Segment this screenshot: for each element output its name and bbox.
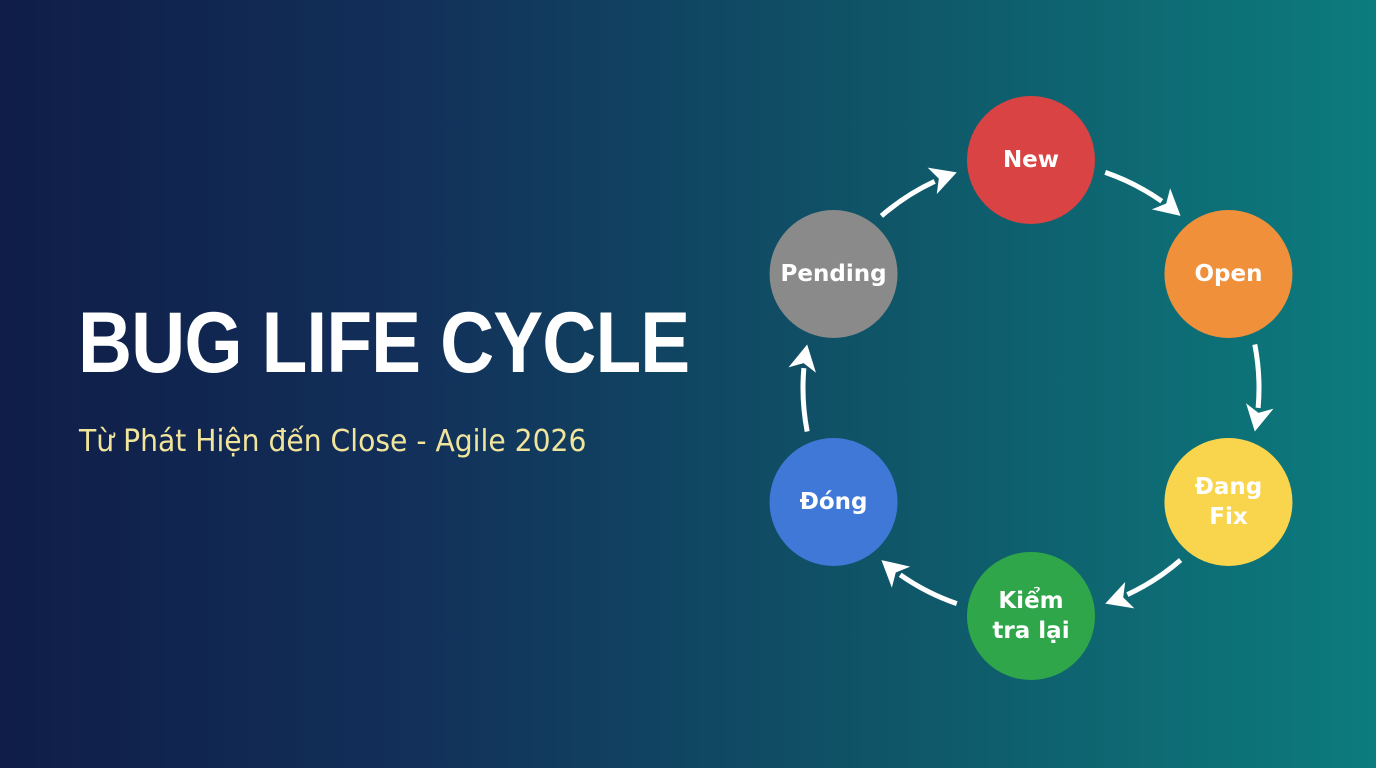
arrowhead-icon bbox=[788, 344, 816, 373]
arrow-open-to-dang-fix bbox=[1246, 344, 1274, 432]
page-title: BUG LIFE CYCLE bbox=[78, 295, 690, 391]
arrow-line bbox=[1104, 170, 1164, 204]
node-circle bbox=[769, 210, 898, 338]
node-label: Kiểm bbox=[998, 586, 1063, 614]
node-circle bbox=[1164, 438, 1293, 566]
arrow-new-to-open bbox=[1104, 170, 1181, 216]
arrow-dang-fix-to-kiem-tra-lai bbox=[1105, 558, 1183, 609]
cycle-node-pending: Pending bbox=[769, 210, 898, 338]
node-circle bbox=[967, 552, 1095, 680]
node-label: Đóng bbox=[800, 489, 868, 515]
arrow-dong-to-pending bbox=[788, 344, 816, 432]
arrowhead-icon bbox=[1246, 403, 1274, 432]
arrow-line bbox=[879, 179, 936, 218]
cycle-node-dong: Đóng bbox=[769, 438, 898, 566]
node-label: Fix bbox=[1209, 504, 1248, 530]
page-subtitle: Từ Phát Hiện đến Close - Agile 2026 bbox=[79, 424, 587, 459]
node-circle bbox=[967, 96, 1095, 224]
arrowhead-icon bbox=[1151, 188, 1181, 216]
arrow-line bbox=[800, 367, 810, 432]
cycle-node-open: Open bbox=[1164, 210, 1293, 338]
node-circle bbox=[769, 438, 898, 566]
arrowhead-icon bbox=[927, 167, 957, 195]
arrow-kiem-tra-lai-to-dong bbox=[881, 560, 958, 606]
node-label: New bbox=[1003, 147, 1059, 173]
cycle-node-new: New bbox=[967, 96, 1095, 224]
node-label: Pending bbox=[781, 261, 887, 287]
node-label: tra lại bbox=[992, 618, 1069, 644]
arrow-pending-to-new bbox=[879, 167, 957, 218]
node-circle bbox=[1164, 210, 1293, 338]
arrowhead-icon bbox=[1105, 581, 1135, 609]
arrow-line bbox=[1252, 344, 1262, 409]
arrow-line bbox=[1126, 558, 1183, 597]
cycle-node-kiem-tra-lai: Kiểm tra lại bbox=[967, 552, 1095, 680]
node-label: Đang bbox=[1195, 474, 1263, 500]
arrowhead-icon bbox=[881, 560, 911, 588]
cycle-arrows bbox=[788, 167, 1274, 609]
node-label: Open bbox=[1194, 261, 1262, 287]
arrow-line bbox=[898, 572, 958, 606]
